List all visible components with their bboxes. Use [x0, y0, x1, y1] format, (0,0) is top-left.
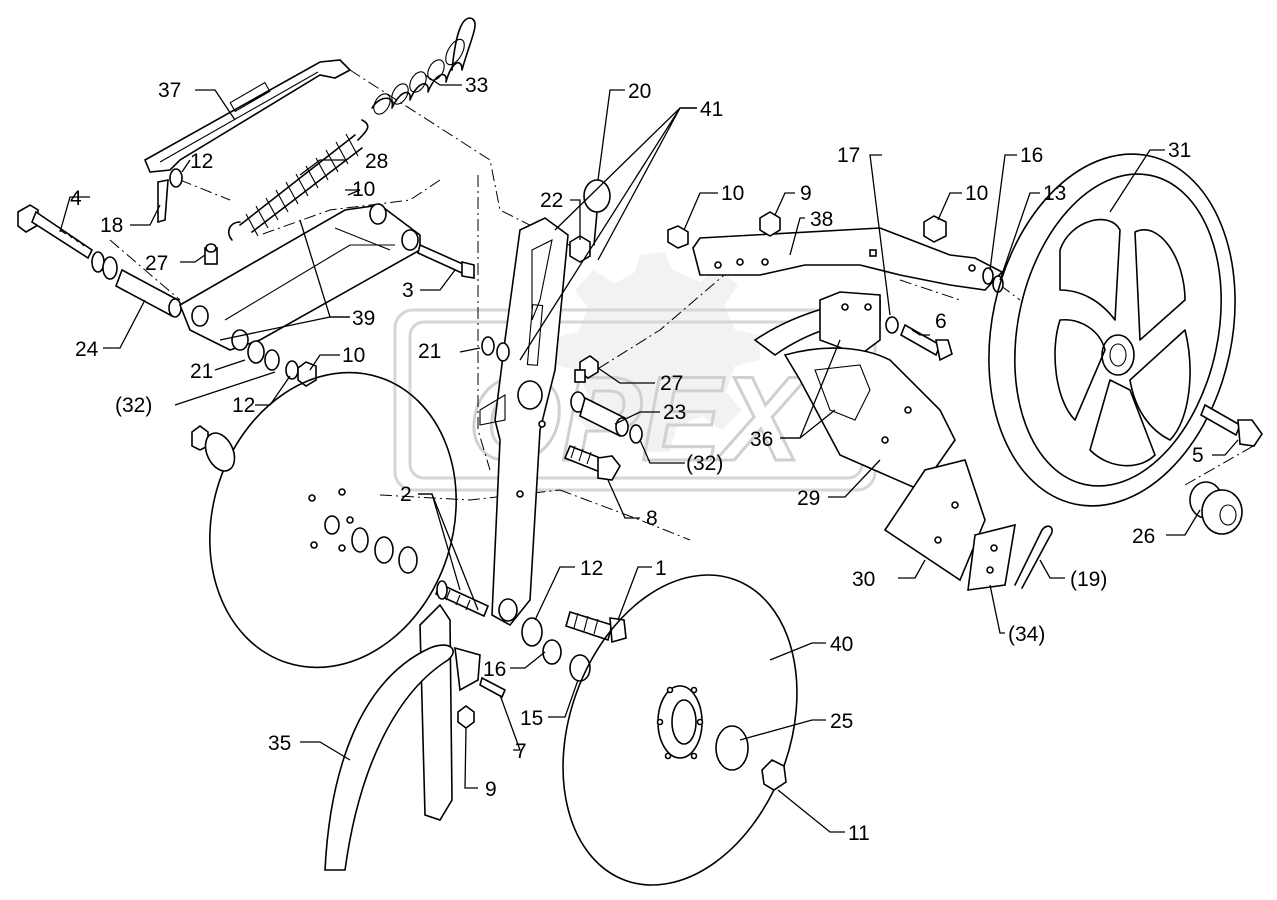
part-27-grease-nipple-top [204, 243, 218, 265]
callout-34: (34) [1008, 623, 1045, 646]
callout-17: 17 [837, 144, 860, 167]
callout-12c: 12 [580, 557, 603, 580]
callout-4: 4 [70, 187, 82, 210]
callout-23: 23 [663, 401, 686, 424]
callout-40: 40 [830, 633, 853, 656]
callout-3: 3 [402, 279, 414, 302]
callout-32b: (32) [686, 452, 723, 475]
part-10-nut-bracket-right [923, 215, 947, 243]
callout-30: 30 [852, 568, 875, 591]
part-23-bushing [570, 391, 643, 444]
part-12-washer-bottom [521, 617, 543, 647]
part-9-nut-top [759, 211, 781, 237]
part-10-nut-bracket-left [667, 225, 689, 249]
callout-33: 33 [465, 74, 488, 97]
callout-22: 22 [540, 189, 563, 212]
part-36-scraper [753, 291, 881, 356]
callout-12a: 12 [190, 150, 213, 173]
callout-10c: 10 [721, 182, 744, 205]
callout-5: 5 [1192, 444, 1204, 467]
part-25-hub-cap [715, 725, 749, 771]
part-15-washer [569, 654, 591, 682]
callout-2: 2 [400, 483, 412, 506]
callout-26: 26 [1132, 525, 1155, 548]
callout-27a: 27 [145, 252, 168, 275]
part-21-bushings-right [481, 336, 510, 362]
callout-10a: 10 [352, 178, 375, 201]
callout-6: 6 [935, 310, 947, 333]
callout-labels: 37 33 12 28 18 4 10 27 3 24 39 21 10 (32… [70, 74, 1204, 845]
part-35-coulter-shoe [324, 603, 481, 871]
part-9-nut-bottom [457, 705, 475, 729]
leader-lines [59, 74, 1239, 833]
callout-9b: 9 [485, 778, 497, 801]
part-30-plate [883, 459, 986, 582]
part-left-disc [191, 371, 457, 669]
part-41-main-frame [479, 217, 569, 627]
part-24-bushing [115, 268, 182, 318]
part-6-bolt [899, 323, 953, 362]
part-5-bolt [1199, 403, 1263, 447]
callout-12b: 12 [232, 394, 255, 417]
callout-1: 1 [655, 557, 667, 580]
callout-28: 28 [365, 150, 388, 173]
callout-18: 18 [100, 214, 123, 237]
part-33-spring-chain [371, 17, 476, 115]
callout-35: 35 [268, 732, 291, 755]
callout-39: 39 [352, 307, 375, 330]
callout-25: 25 [830, 710, 853, 733]
part-4-washers [91, 251, 118, 280]
part-2-bolt [434, 580, 490, 618]
part-27-grease-nipple-right [574, 355, 599, 383]
callout-21a: 21 [190, 360, 213, 383]
callout-37: 37 [158, 79, 181, 102]
callout-32a: (32) [115, 394, 152, 417]
callout-19: (19) [1070, 568, 1107, 591]
part-8-bolt [563, 444, 621, 481]
callout-9a: 9 [800, 182, 812, 205]
part-31-depth-wheel [988, 153, 1236, 507]
callout-16a: 16 [1020, 144, 1043, 167]
callout-21b: 21 [418, 340, 441, 363]
callout-31: 31 [1168, 139, 1191, 162]
callout-38: 38 [810, 208, 833, 231]
part-37-handle-lever [143, 59, 352, 173]
part-11-nut [761, 759, 787, 791]
part-39-swing-arm [178, 203, 421, 351]
part-12-washer-left [285, 360, 299, 380]
part-18-pin [157, 179, 169, 224]
callout-7: 7 [515, 740, 527, 763]
part-19-split-pin [1014, 525, 1053, 589]
part-3-bolt [417, 243, 475, 279]
part-4-long-bolt [17, 204, 94, 260]
callout-27b: 27 [660, 372, 683, 395]
part-28-tension-spring [228, 119, 369, 241]
callout-10b: 10 [342, 344, 365, 367]
part-16-washer-bottom [542, 639, 562, 665]
callout-16b: 16 [483, 658, 506, 681]
callout-20: 20 [628, 80, 651, 103]
callout-24: 24 [75, 338, 99, 361]
part-26-hub-cap [1189, 481, 1243, 535]
callout-36: 36 [750, 428, 773, 451]
part-40-right-disc [562, 574, 798, 886]
part-1-bolt [565, 610, 627, 644]
callout-29: 29 [797, 487, 820, 510]
part-34-strip [967, 523, 1016, 591]
callout-13: 13 [1043, 182, 1066, 205]
part-21-bushings-left [247, 340, 280, 371]
callout-11: 11 [848, 822, 870, 845]
callout-8: 8 [646, 507, 658, 530]
callout-15: 15 [520, 707, 543, 730]
part-7-bolt [479, 676, 507, 699]
callout-10d: 10 [965, 182, 988, 205]
part-38-bracket [692, 227, 1004, 291]
callout-41: 41 [700, 98, 723, 121]
part-17-washer [885, 316, 899, 334]
part-12-washer-top [169, 168, 183, 188]
part-20-spring-ring [583, 179, 611, 246]
